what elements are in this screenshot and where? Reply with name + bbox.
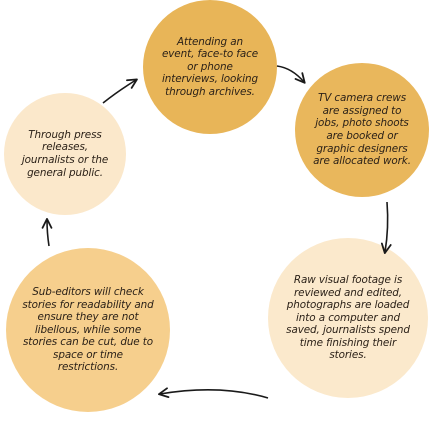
cycle-step-gathering: Attending an event, face-to face or phon… bbox=[143, 0, 277, 134]
cycle-step-assigning-text: TV camera crews are assigned to jobs, ph… bbox=[313, 92, 411, 168]
arrow-left-to-top bbox=[102, 78, 138, 104]
cycle-step-assigning: TV camera crews are assigned to jobs, ph… bbox=[295, 63, 429, 197]
cycle-step-sources: Through press releases, journalists or t… bbox=[4, 93, 126, 215]
arrow-top-to-right bbox=[276, 65, 306, 84]
cycle-step-sub-editing-text: Sub-editors will check stories for reada… bbox=[22, 285, 154, 374]
arrow-bottom-left-to-left bbox=[41, 217, 53, 247]
cycle-step-sub-editing: Sub-editors will check stories for reada… bbox=[6, 248, 170, 412]
cycle-step-sources-text: Through press releases, journalists or t… bbox=[21, 128, 109, 179]
cycle-step-gathering-text: Attending an event, face-to face or phon… bbox=[161, 35, 259, 98]
cycle-step-editing-text: Raw visual footage is reviewed and edite… bbox=[286, 273, 410, 362]
arrow-bottom-right-to-bottom-left bbox=[157, 387, 269, 399]
arrow-right-to-bottom-right bbox=[380, 201, 392, 255]
cycle-step-editing: Raw visual footage is reviewed and edite… bbox=[268, 238, 428, 398]
